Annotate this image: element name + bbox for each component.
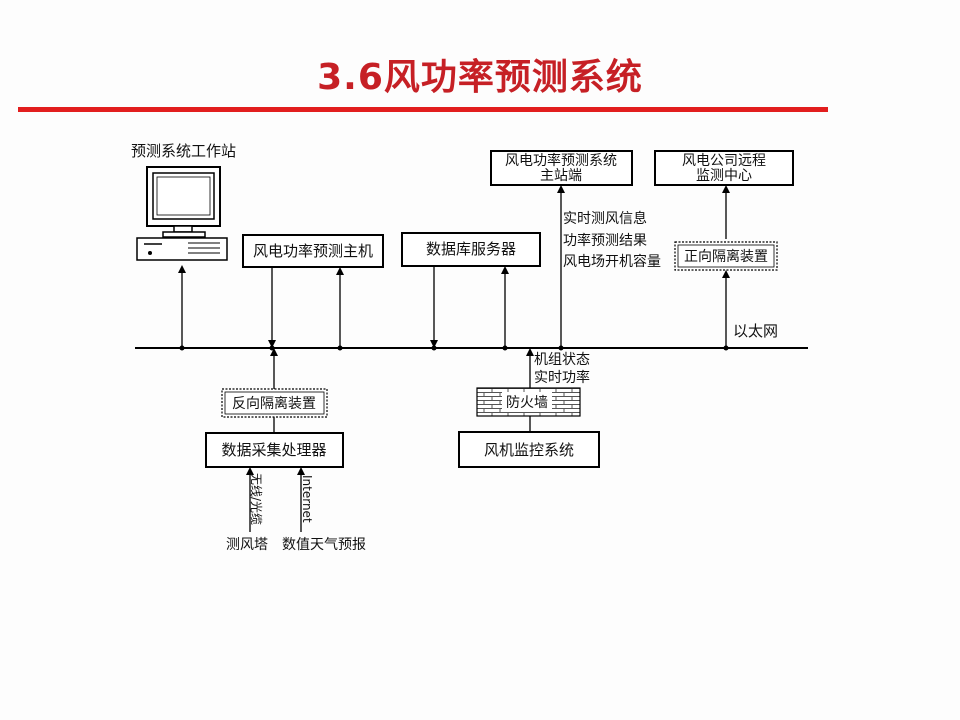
reverse-isolation-box: 反向隔离装置 xyxy=(221,388,328,418)
company-center-label-line2: 监测中心 xyxy=(696,168,752,184)
turbine-monitor-box: 风机监控系统 xyxy=(458,431,600,468)
database-server-box: 数据库服务器 xyxy=(401,232,541,267)
desktop-computer-icon xyxy=(136,166,228,261)
data-collector-label: 数据采集处理器 xyxy=(221,441,326,459)
main-station-box: 风电功率预测系统 主站端 xyxy=(490,150,633,186)
unit-status-label: 机组状态 xyxy=(534,352,590,368)
main-station-label-line1: 风电功率预测系统 xyxy=(505,152,617,169)
junction-dot xyxy=(431,345,437,351)
main-station-label-line2: 主站端 xyxy=(540,168,582,184)
forward-isolation-label: 正向隔离装置 xyxy=(684,248,768,265)
junction-dot xyxy=(337,345,343,351)
forward-isolation-box: 正向隔离装置 xyxy=(674,241,778,271)
company-center-label-line1: 风电公司远程 xyxy=(682,153,766,169)
farm-online-capacity-label: 风电场开机容量 xyxy=(563,253,661,270)
wireless-fiber-label: 无线/光缆 xyxy=(249,473,263,525)
data-collector-box: 数据采集处理器 xyxy=(205,432,344,468)
realtime-power-label: 实时功率 xyxy=(534,369,590,386)
realtime-wind-info-label: 实时测风信息 xyxy=(563,210,647,227)
junction-dot xyxy=(179,345,185,351)
prediction-host-box: 风电功率预测主机 xyxy=(242,234,384,268)
reverse-isolation-label: 反向隔离装置 xyxy=(232,395,316,412)
met-mast-label: 测风塔 xyxy=(226,537,268,553)
nwp-label: 数值天气预报 xyxy=(282,537,366,553)
power-forecast-result-label: 功率预测结果 xyxy=(563,232,647,249)
junction-dot xyxy=(269,345,275,351)
junction-dot xyxy=(502,345,508,351)
workstation-label: 预测系统工作站 xyxy=(131,142,236,160)
turbine-monitor-label: 风机监控系统 xyxy=(484,441,574,459)
title-underline xyxy=(18,107,828,112)
prediction-host-label: 风电功率预测主机 xyxy=(253,242,373,260)
junction-dot xyxy=(723,345,729,351)
database-server-label: 数据库服务器 xyxy=(426,240,516,258)
firewall-box: 防火墙 xyxy=(476,387,581,417)
firewall-label: 防火墙 xyxy=(506,395,548,411)
internet-label: Internet xyxy=(300,475,314,523)
junction-dot xyxy=(558,345,564,351)
company-center-box: 风电公司远程 监测中心 xyxy=(654,150,794,186)
ethernet-label: 以太网 xyxy=(733,322,778,340)
slide-title: 3.6风功率预测系统 xyxy=(317,57,643,98)
